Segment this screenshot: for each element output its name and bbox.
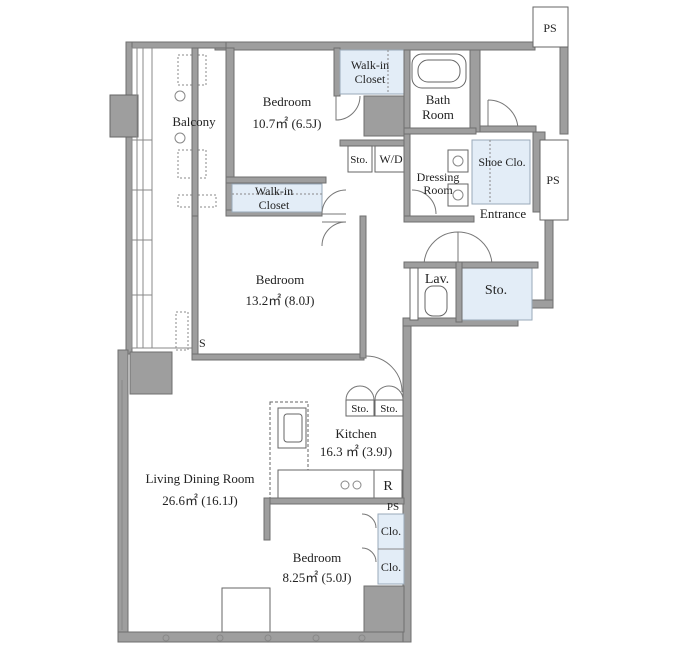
walk-in-2-line2: Closet — [259, 198, 290, 212]
living-dining-room: Living Dining Room 26.6㎡ (16.1J) — [121, 380, 271, 633]
bedroom-1-area: 10.7㎡ (6.5J) — [253, 116, 322, 131]
bedroom-3-area: 8.25㎡ (5.0J) — [283, 570, 352, 585]
bath-line1: Bath — [426, 92, 451, 107]
ps-bottom-label: PS — [387, 501, 399, 513]
entrance-area: Shoe Clo. Entrance — [471, 99, 537, 221]
shoe-closet-label: Shoe Clo. — [478, 155, 525, 169]
balcony-area: Balcony PS — [109, 47, 217, 395]
sto-pair-2: Sto. — [380, 403, 398, 415]
walk-in-1-line1: Walk-in — [351, 58, 389, 72]
kitchen-name: Kitchen — [335, 426, 377, 441]
kitchen: Sto. Sto. R Kitchen 16.3 ㎡ (3.9J) — [269, 385, 404, 499]
balcony-label: Balcony — [172, 114, 216, 129]
walk-in-closet-1: Walk-in Closet — [339, 49, 405, 95]
walk-in-2-line1: Walk-in — [255, 184, 293, 198]
dressing-line2: Room — [423, 183, 453, 197]
kitchen-area: 16.3 ㎡ (3.9J) — [320, 444, 392, 459]
fridge-label: R — [383, 479, 393, 494]
ldr-area: 26.6㎡ (16.1J) — [162, 493, 237, 508]
bedroom-2-area: 13.2㎡ (8.0J) — [246, 293, 315, 308]
bedroom-2: Bedroom 13.2㎡ (8.0J) — [191, 215, 403, 393]
clo-1-label: Clo. — [381, 524, 401, 538]
sto-small-label: Sto. — [350, 154, 368, 166]
utility-nook: Sto. W/D — [347, 145, 406, 173]
dressing-room: Dressing Room — [403, 133, 475, 223]
bedroom-1: Bedroom 10.7㎡ (6.5J) — [225, 47, 407, 217]
entrance-label: Entrance — [480, 206, 526, 221]
window-marks — [162, 634, 366, 642]
bedroom-3: PS Clo. Clo. Bedroom 8.25㎡ (5.0J) — [263, 497, 405, 633]
walk-in-closet-2: Walk-in Closet — [225, 183, 347, 247]
ps-top-label: PS — [543, 21, 556, 35]
ps-right-label: PS — [546, 173, 559, 187]
walk-in-1-line2: Closet — [355, 72, 386, 86]
bedroom-2-name: Bedroom — [256, 272, 304, 287]
lavatory: Lav. — [403, 261, 461, 321]
bedroom-3-name: Bedroom — [293, 550, 341, 565]
ldr-name: Living Dining Room — [145, 471, 254, 486]
bedroom-1-name: Bedroom — [263, 94, 311, 109]
bath-room: Bath Room — [403, 49, 481, 135]
bath-line2: Room — [422, 107, 454, 122]
storage-big: Sto. — [455, 261, 539, 323]
lav-label: Lav. — [425, 272, 449, 287]
sto-pair-1: Sto. — [351, 403, 369, 415]
ps-shafts-right: PS PS — [532, 6, 569, 221]
hall-doors — [423, 231, 493, 265]
clo-2-label: Clo. — [381, 560, 401, 574]
dressing-line1: Dressing — [417, 170, 460, 184]
sto-big-label: Sto. — [485, 283, 507, 298]
wd-label: W/D — [379, 152, 403, 166]
